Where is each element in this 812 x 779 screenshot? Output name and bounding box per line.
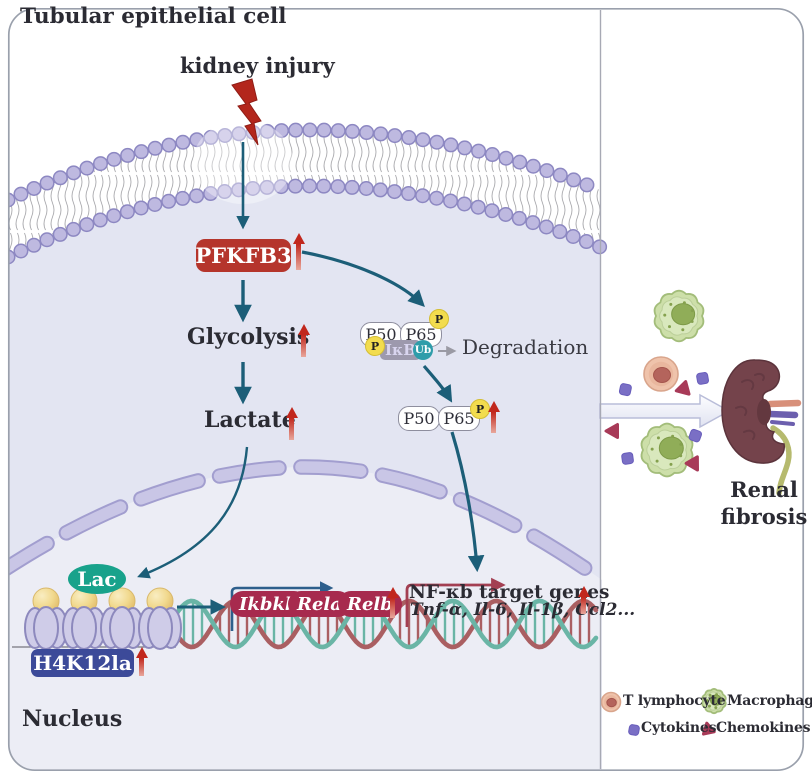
legend-label-macrophage: Macrophage (727, 693, 812, 709)
lightning-bolt-icon (231, 78, 262, 146)
increase-arrow (577, 586, 590, 614)
chemokine-legend-icon (701, 721, 716, 736)
phosphate-badge: P (365, 336, 385, 356)
t-lymphocyte-icon (643, 356, 679, 392)
macrophage-icon (640, 422, 694, 478)
pfkfb3-node: PFKFB3 (195, 239, 292, 272)
phosphate-badge: P (429, 309, 449, 329)
increase-arrow (487, 401, 500, 433)
lactate-label: Lactate (204, 407, 296, 433)
outcome-label: Renal fibrosis (720, 477, 808, 530)
chemokine-icons (604, 380, 699, 472)
lac-badge: Lac (68, 564, 126, 594)
kidney-icon (721, 359, 802, 496)
glycolysis-label: Glycolysis (187, 324, 310, 350)
panel-title: Tubular epithelial cell (20, 4, 287, 29)
legend-label-chemokines: Chemokines (716, 720, 811, 736)
macrophage-icon (653, 289, 705, 343)
figure-border (7, 7, 805, 772)
nfkb-target-genes-list: Tnf-α, Il-6, Il-1β, Ccl2... (410, 600, 636, 620)
cytokine-legend-icon (628, 724, 640, 736)
legend-label-t-lymphocyte: T lymphocyte (623, 693, 726, 709)
p65-subunit: P65 (438, 406, 480, 431)
histone-nucleosomes (24, 587, 182, 650)
increase-arrow (292, 233, 305, 270)
legend-label-cytokines: Cytokines (641, 720, 717, 736)
h4k12la-mark: H4K12la (31, 649, 134, 677)
cytokine-icons (618, 372, 709, 465)
ubiquitin-badge: Ub (413, 340, 433, 360)
nucleus-label: Nucleus (22, 706, 123, 732)
macrophage-legend-icon (701, 688, 727, 715)
progression-arrow (599, 393, 731, 429)
increase-arrow (386, 587, 399, 618)
t-lymphocyte-legend-icon (600, 691, 622, 713)
increase-arrow (297, 324, 310, 357)
nfkb-target-genes-title: NF-κb target genes (409, 582, 610, 603)
degradation-label: Degradation (462, 335, 589, 359)
increase-arrow (135, 647, 148, 676)
nuclear-envelope (9, 459, 610, 588)
increase-arrow (285, 407, 298, 440)
ikb-subunit: IκB (380, 340, 421, 360)
pathway-arrows (137, 142, 506, 631)
stimulus-label: kidney injury (180, 53, 335, 78)
p50-subunit: P50 (398, 406, 440, 431)
